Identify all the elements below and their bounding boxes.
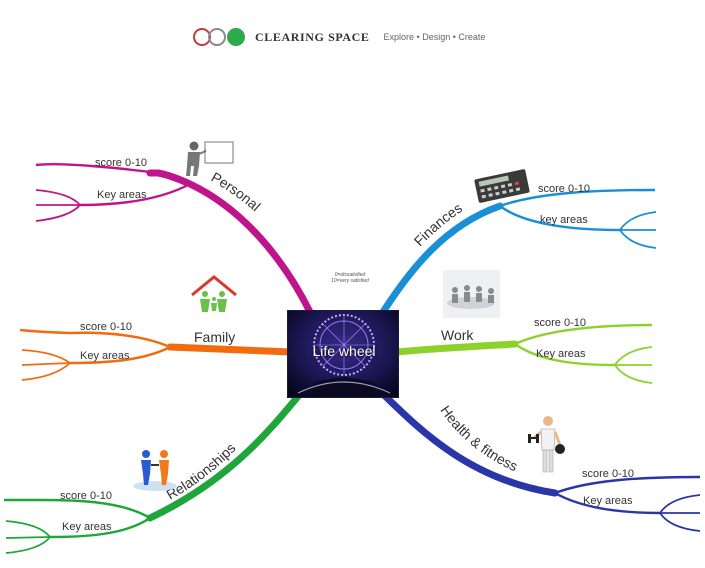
family-fork-1 [21, 349, 71, 364]
ferris-wheel-photo [288, 311, 398, 397]
meeting-icon [443, 270, 500, 318]
work-score-branch [514, 323, 653, 346]
health-main-branch [379, 390, 559, 497]
health-score: score 0-10 [582, 468, 634, 480]
relationships-fork-1 [5, 520, 51, 538]
finances-fork-3 [619, 229, 657, 249]
satisfaction-note: 0=dissatisfied 10=very satisfied [320, 272, 380, 284]
logo-circle-grey [208, 28, 226, 46]
finances-main-branch [379, 202, 504, 316]
family-main-branch [166, 343, 294, 356]
personal-key-areas: Key areas [97, 189, 147, 201]
work-main-branch [392, 340, 519, 356]
note-line-1: 0=dissatisfied [334, 272, 366, 278]
family-key-areas: Key areas [80, 350, 130, 362]
family-score: score 0-10 [80, 321, 132, 333]
relationships-fork-3 [5, 536, 51, 554]
finances-score-branch [499, 188, 656, 208]
calculator-icon [474, 169, 530, 203]
personal-score-branch [35, 163, 159, 175]
logo-icon [193, 26, 251, 48]
branch-relationships[interactable]: Relationships score 0-10 Key areas [4, 390, 304, 554]
branch-finances[interactable]: Finances score 0-10 key areas [379, 169, 657, 316]
work-label: Work [441, 327, 474, 343]
finances-fork-1 [619, 211, 657, 231]
relationships-score: score 0-10 [60, 490, 112, 502]
house-family-icon [191, 275, 237, 312]
personal-fork-1 [35, 189, 81, 206]
work-fork-1 [614, 346, 653, 366]
family-fork-2 [21, 362, 71, 366]
finances-areas-branch [499, 205, 621, 232]
handshake-icon [133, 450, 177, 491]
central-topic[interactable]: Life wheel [287, 310, 399, 398]
health-areas-branch [554, 491, 661, 515]
presenter-icon [186, 141, 234, 176]
work-fork-3 [614, 364, 653, 384]
relationships-score-branch [4, 498, 151, 520]
family-fork-3 [21, 362, 71, 381]
central-topic-label: Life wheel [312, 343, 376, 359]
header: CLEARING SPACE Explore • Design • Create [193, 26, 485, 48]
work-score: score 0-10 [534, 317, 586, 329]
personal-score: score 0-10 [95, 157, 147, 169]
relationships-fork-2 [5, 536, 51, 539]
relationships-areas-branch [49, 517, 151, 539]
health-label: Health & fitness [437, 402, 520, 474]
family-score-branch [19, 328, 171, 349]
personal-fork-3 [35, 204, 81, 222]
relationships-main-branch [146, 390, 304, 522]
finances-key-areas: key areas [540, 214, 588, 226]
work-areas-branch [514, 343, 616, 367]
branch-family[interactable]: Family score 0-10 Key areas [19, 275, 294, 381]
health-fork-1 [659, 494, 701, 514]
dumbbell-man-icon [528, 416, 565, 473]
branch-health[interactable]: Health & fitness score 0-10 Key areas [379, 390, 701, 532]
branch-personal[interactable]: Personal score 0-10 Key areas [35, 141, 314, 316]
note-line-2: 10=very satisfied [331, 278, 369, 284]
personal-label: Personal [209, 169, 264, 214]
brand-name: CLEARING SPACE [255, 29, 370, 44]
health-key-areas: Key areas [583, 495, 633, 507]
logo-circle-green [227, 28, 245, 46]
work-key-areas: Key areas [536, 348, 586, 360]
branch-work[interactable]: Work score 0-10 Key areas [392, 270, 653, 384]
family-areas-branch [69, 345, 171, 365]
personal-areas-branch [79, 182, 191, 207]
family-label: Family [194, 329, 235, 345]
health-fork-3 [659, 512, 701, 532]
health-score-branch [554, 475, 701, 495]
relationships-key-areas: Key areas [62, 521, 112, 533]
finances-score: score 0-10 [538, 183, 590, 195]
personal-main-branch [146, 169, 314, 316]
brand-tagline: Explore • Design • Create [383, 32, 486, 42]
